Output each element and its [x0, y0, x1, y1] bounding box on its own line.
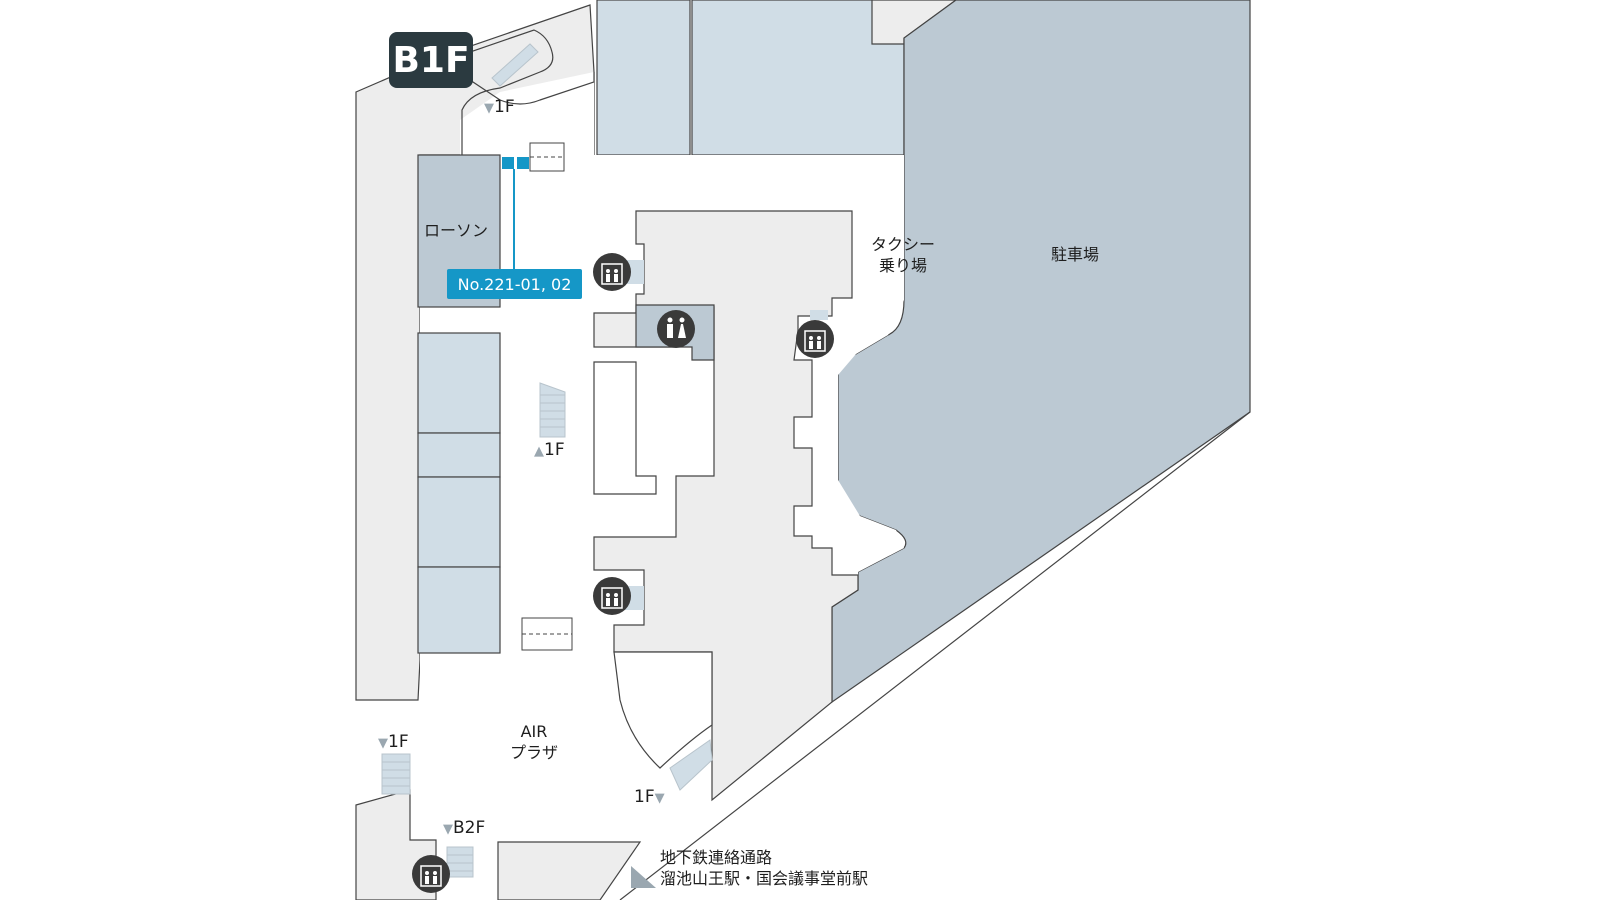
floor-badge: B1F: [389, 32, 473, 88]
stairs-icon: [491, 43, 539, 87]
shop-block-4: [417, 566, 501, 654]
inner-hall: [593, 361, 657, 495]
stairs-label-center: ▲1F: [534, 440, 565, 460]
locker-01[interactable]: [502, 157, 514, 169]
shop-lawson-label: ローソン: [424, 221, 489, 240]
outer-diagonal-wall: [619, 411, 1251, 900]
shop-block-2: [417, 432, 501, 478]
shop-block-3: [417, 476, 501, 568]
stairs-icon: [669, 739, 713, 791]
elevator-icon[interactable]: [593, 253, 631, 291]
central-core: [593, 210, 859, 802]
elevator-icon[interactable]: [796, 320, 834, 358]
stairs-icon: [539, 382, 566, 438]
up-arrow-icon: ▲: [534, 444, 544, 459]
down-arrow-icon: ▼: [378, 736, 388, 751]
restroom-icon[interactable]: [657, 310, 695, 348]
elevator-shaft: [810, 310, 828, 320]
upper-block-1: [596, 0, 691, 156]
parking-label: 駐車場: [1050, 245, 1100, 264]
locker-number-label[interactable]: No.221-01, 02: [447, 269, 582, 299]
subway-stations-label: 溜池山王駅・国会議事堂前駅: [660, 869, 869, 888]
stairs-label-b2f: ▼B2F: [443, 818, 486, 838]
taxi-label-line1: タクシー: [870, 235, 936, 254]
subway-passage-label: 地下鉄連絡通路: [660, 848, 773, 867]
shop-block-1: [417, 332, 501, 434]
bottom-shops: [497, 841, 642, 900]
down-arrow-icon: ▼: [443, 822, 453, 837]
elevator-icon[interactable]: [593, 577, 631, 615]
stairs-label-bottom-center: 1F▼: [634, 787, 665, 807]
stairs-icon: [381, 753, 411, 795]
air-plaza-label-line2: プラザ: [509, 743, 559, 762]
lower-gate: [521, 617, 573, 651]
taxi-label-line2: 乗り場: [878, 256, 928, 275]
down-arrow-icon: ▼: [654, 791, 665, 806]
elevator-icon[interactable]: [412, 855, 450, 893]
top-left-ramp: [460, 29, 595, 155]
stairs-icon: [446, 846, 474, 878]
lower-bracket: [613, 651, 713, 769]
air-plaza-label-line1: AIR: [520, 722, 548, 741]
locker-02[interactable]: [517, 157, 529, 169]
stairs-label-top-left: ▼1F: [484, 97, 515, 117]
stairs-label-bottom-left: ▼1F: [378, 732, 409, 752]
subway-direction-icon: [631, 866, 656, 888]
down-arrow-icon: ▼: [484, 101, 494, 116]
upper-gate: [529, 142, 565, 172]
